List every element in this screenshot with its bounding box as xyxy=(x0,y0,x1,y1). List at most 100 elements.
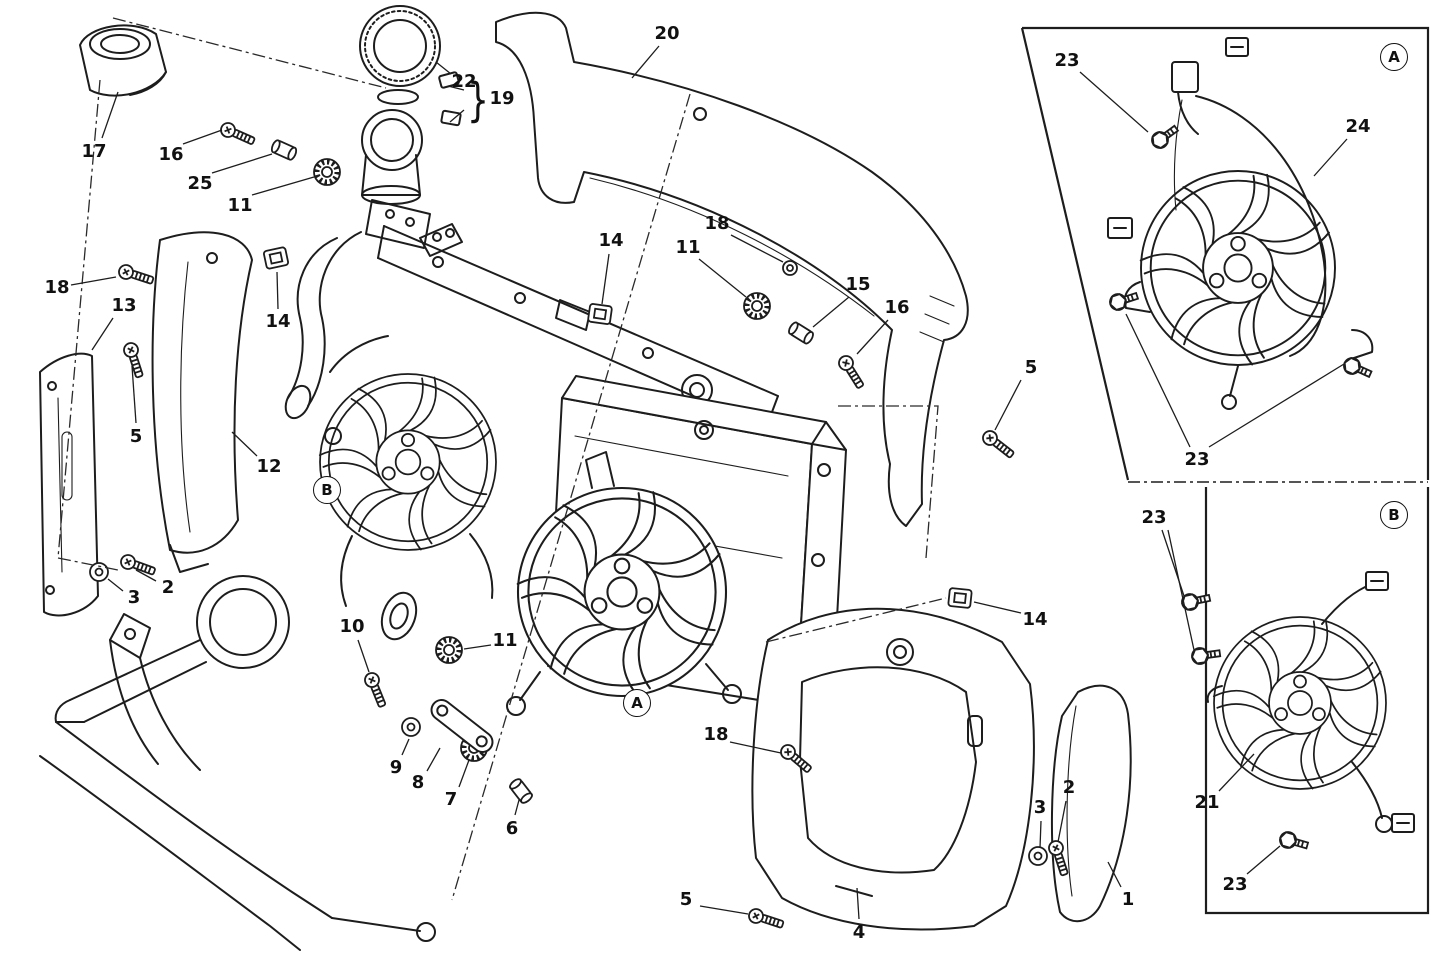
side-trim-1 xyxy=(1050,684,1132,922)
leader-line xyxy=(182,129,223,145)
callout-brace: } xyxy=(467,73,489,127)
part-15-spacer-icon xyxy=(786,320,816,346)
fan-left-brackets xyxy=(324,335,494,641)
callout-14: 14 xyxy=(1022,609,1048,630)
leader-line xyxy=(135,569,157,582)
leader-line xyxy=(463,644,492,650)
detail-box-a xyxy=(1020,26,1430,483)
leader-line xyxy=(1039,820,1042,849)
callout-25: 25 xyxy=(187,173,213,194)
leader-line xyxy=(973,601,1022,614)
callout-9: 9 xyxy=(389,757,403,778)
leader-line xyxy=(631,45,660,79)
leader-line xyxy=(211,153,273,174)
leader-line xyxy=(1079,71,1149,133)
callout-A: A xyxy=(623,689,651,717)
part-2-screw-icon xyxy=(118,552,158,580)
callout-23: 23 xyxy=(1054,50,1080,71)
part-16-screw-icon xyxy=(217,119,258,149)
part-14-clipnut-icon xyxy=(947,586,973,610)
leader-line xyxy=(1218,753,1255,792)
callout-3: 3 xyxy=(127,587,141,608)
callout-2: 2 xyxy=(161,577,175,598)
side-panel-13 xyxy=(39,352,99,617)
leader-line xyxy=(1208,363,1345,448)
upper-cowl-20 xyxy=(495,11,969,527)
leader-line xyxy=(231,431,258,457)
shroud-12 xyxy=(151,231,253,573)
callout-24: 24 xyxy=(1345,116,1371,137)
part-18-screw-icon xyxy=(116,262,156,289)
leader-line xyxy=(101,91,119,139)
leader-line xyxy=(357,639,370,673)
callout-16: 16 xyxy=(884,297,910,318)
leader-line xyxy=(131,365,137,424)
callout-18: 18 xyxy=(44,277,70,298)
leader-line xyxy=(601,253,610,305)
leader-line xyxy=(730,234,784,263)
detail-b-parts xyxy=(1206,571,1415,833)
callout-3: 3 xyxy=(1033,797,1047,818)
reservoir-cap-17 xyxy=(79,24,167,97)
lower-panel-4 xyxy=(751,607,1035,931)
callout-10: 10 xyxy=(339,616,365,637)
callout-11: 11 xyxy=(227,195,253,216)
callout-13: 13 xyxy=(111,295,137,316)
leader-line xyxy=(856,887,860,920)
leader-line xyxy=(251,176,315,196)
callout-8: 8 xyxy=(411,772,425,793)
part-16-screw-icon xyxy=(835,352,868,392)
callout-B: B xyxy=(313,476,341,504)
leader-line xyxy=(514,799,520,816)
part-25-spacer-icon xyxy=(269,138,299,162)
callout-B: B xyxy=(1380,501,1408,529)
part-18-plug-icon xyxy=(782,260,798,276)
leader-line xyxy=(91,317,114,351)
radiator-hose xyxy=(284,231,362,420)
callout-5: 5 xyxy=(129,426,143,447)
part-11-knurled-nut-icon xyxy=(743,292,771,320)
callout-4: 4 xyxy=(852,922,866,943)
leader-line xyxy=(1167,529,1195,651)
callout-11: 11 xyxy=(675,237,701,258)
part-3-washer-icon xyxy=(1028,846,1048,866)
detail-a-parts xyxy=(1107,37,1374,410)
leader-line xyxy=(70,276,117,286)
callout-17: 17 xyxy=(81,141,107,162)
leader-line xyxy=(1313,138,1348,177)
callout-16: 16 xyxy=(158,144,184,165)
cooling-fan-center xyxy=(517,488,726,696)
part-11-knurled-nut-icon xyxy=(435,636,463,664)
leader-lines xyxy=(70,45,1348,920)
fan-center-brackets xyxy=(506,451,742,716)
leader-line xyxy=(426,747,441,772)
callout-15: 15 xyxy=(845,274,871,295)
construction-lines xyxy=(57,17,947,901)
part-23-bolt-icon xyxy=(1277,829,1311,855)
part-9-washer-icon xyxy=(401,717,421,737)
callout-19: 19 xyxy=(489,88,515,109)
callout-11: 11 xyxy=(492,630,518,651)
filler-neck-19 xyxy=(361,71,462,205)
part-14-clipnut-icon xyxy=(262,246,290,270)
callout-21: 21 xyxy=(1194,792,1220,813)
callout-18: 18 xyxy=(703,724,729,745)
detail-a-fan-24 xyxy=(1140,171,1335,365)
callout-1: 1 xyxy=(1121,889,1135,910)
callout-14: 14 xyxy=(598,230,624,251)
part-5-screw-icon xyxy=(979,427,1018,462)
leader-line xyxy=(994,379,1022,431)
callout-22: 22 xyxy=(451,71,477,92)
leader-line xyxy=(1125,313,1191,448)
part-11-knurled-nut-icon xyxy=(313,158,341,186)
part-5-screw-icon xyxy=(121,340,148,380)
leader-line xyxy=(698,258,747,298)
frame-section xyxy=(39,575,436,951)
callout-7: 7 xyxy=(444,789,458,810)
leader-line xyxy=(856,319,889,355)
callout-23: 23 xyxy=(1141,507,1167,528)
callout-5: 5 xyxy=(1024,357,1038,378)
callout-2: 2 xyxy=(1062,777,1076,798)
part-8-link-arm xyxy=(430,698,494,754)
